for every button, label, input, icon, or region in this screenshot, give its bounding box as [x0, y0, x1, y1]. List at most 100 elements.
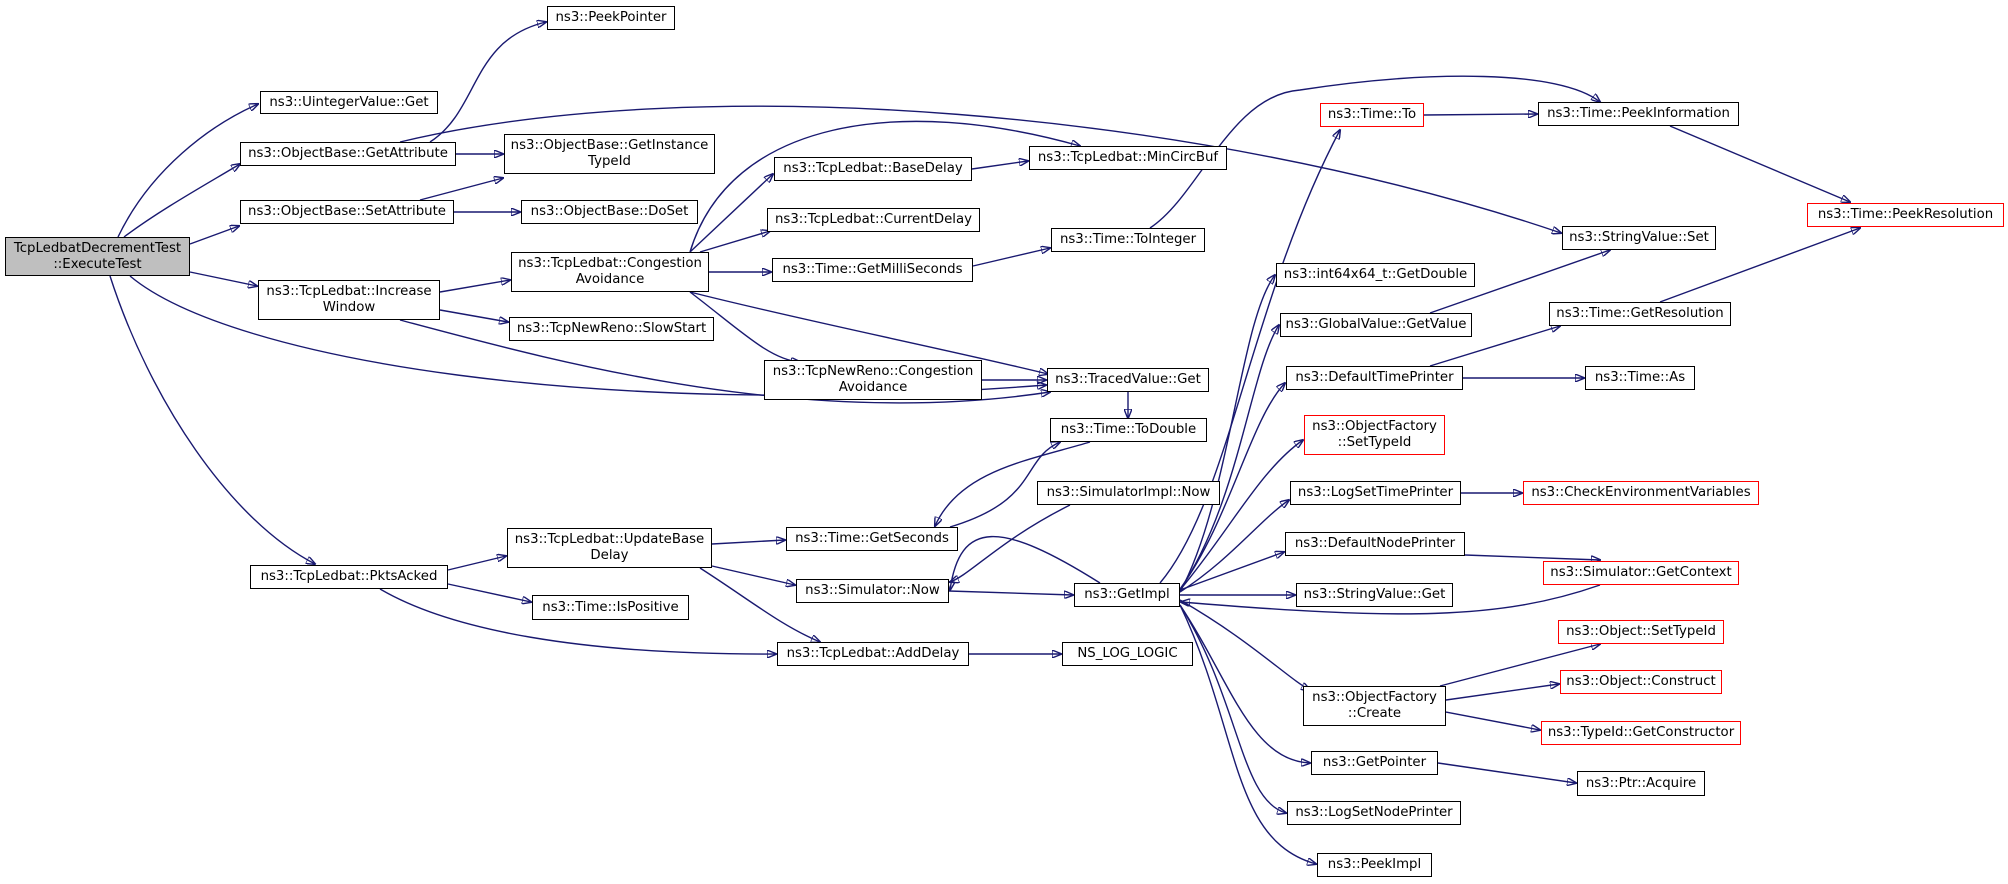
edge-getimpl-ofsettypeid	[1179, 440, 1303, 591]
node-logsetnodeprinter-label: ns3::LogSetNodePrinter	[1295, 805, 1453, 820]
node-updatebasedelay[interactable]: ns3::TcpLedbat::UpdateBase Delay	[507, 528, 712, 568]
node-simgetcontext[interactable]: ns3::Simulator::GetContext	[1543, 561, 1739, 585]
edge-getimpl-getpointer	[1179, 604, 1310, 763]
node-ofsettypeid[interactable]: ns3::ObjectFactory ::SetTypeId	[1304, 415, 1445, 455]
edge-basedelay-mincircbuf	[971, 161, 1028, 170]
edge-congestionavoidance-tracedget	[689, 291, 1048, 374]
node-basedelay-label: ns3::TcpLedbat::BaseDelay	[783, 161, 963, 176]
node-peekpointer-label: ns3::PeekPointer	[555, 10, 667, 25]
node-tointeger[interactable]: ns3::Time::ToInteger	[1051, 228, 1205, 252]
node-setattribute[interactable]: ns3::ObjectBase::SetAttribute	[240, 200, 454, 224]
edge-increasewindow-congestionavoidance	[439, 280, 510, 293]
edge-defaulttimeprinter-getresolution	[1429, 326, 1560, 367]
node-simnow[interactable]: ns3::Simulator::Now	[796, 579, 949, 603]
edge-getmilliseconds-tointeger	[972, 248, 1050, 267]
node-tracedget[interactable]: ns3::TracedValue::Get	[1047, 368, 1209, 392]
edge-getimpl-globalgetvalue	[1179, 325, 1279, 591]
node-defaulttimeprinter-label: ns3::DefaultTimePrinter	[1295, 370, 1454, 385]
node-nslog[interactable]: NS_LOG_LOGIC	[1062, 642, 1193, 666]
node-slowstart[interactable]: ns3::TcpNewReno::SlowStart	[509, 317, 714, 341]
edge-congestionavoidance-currentdelay	[699, 231, 770, 253]
node-getconstructor-label: ns3::TypeId::GetConstructor	[1547, 725, 1735, 740]
edge-getimpl-defaulttimeprinter	[1179, 383, 1285, 590]
node-todouble-label: ns3::Time::ToDouble	[1060, 422, 1197, 437]
node-getseconds[interactable]: ns3::Time::GetSeconds	[786, 527, 958, 551]
node-getconstructor[interactable]: ns3::TypeId::GetConstructor	[1541, 721, 1741, 745]
node-currentdelay-label: ns3::TcpLedbat::CurrentDelay	[774, 212, 973, 227]
node-globalgetvalue[interactable]: ns3::GlobalValue::GetValue	[1280, 313, 1472, 337]
node-defaultnodeprinter[interactable]: ns3::DefaultNodePrinter	[1285, 532, 1465, 556]
edge-getimpl-defaultnodeprinter	[1179, 552, 1284, 591]
node-timeas[interactable]: ns3::Time::As	[1585, 366, 1695, 390]
node-getresolution-label: ns3::Time::GetResolution	[1556, 306, 1724, 321]
edge-updatebasedelay-getseconds	[711, 540, 785, 545]
node-currentdelay[interactable]: ns3::TcpLedbat::CurrentDelay	[767, 208, 980, 232]
node-ofcreate[interactable]: ns3::ObjectFactory ::Create	[1303, 686, 1446, 726]
node-getmilliseconds[interactable]: ns3::Time::GetMilliSeconds	[772, 258, 973, 282]
node-todouble[interactable]: ns3::Time::ToDouble	[1050, 418, 1207, 442]
edge-ofcreate-objsettypeid	[1439, 644, 1600, 687]
node-newrenoca[interactable]: ns3::TcpNewReno::Congestion Avoidance	[764, 360, 982, 400]
node-uintegerget[interactable]: ns3::UintegerValue::Get	[260, 91, 438, 114]
edge-getimpl-timeto	[1159, 130, 1340, 584]
node-pktsacked[interactable]: ns3::TcpLedbat::PktsAcked	[250, 565, 448, 589]
node-logsettimeprinter[interactable]: ns3::LogSetTimePrinter	[1290, 481, 1461, 505]
node-stringget[interactable]: ns3::StringValue::Get	[1296, 583, 1453, 607]
node-congestionavoidance-line-1: ns3::TcpLedbat::Congestion	[518, 256, 702, 271]
node-newrenoca-line-1: ns3::TcpNewReno::Congestion	[772, 364, 974, 379]
node-objsettypeid-label: ns3::Object::SetTypeId	[1566, 624, 1716, 639]
node-simimplnow[interactable]: ns3::SimulatorImpl::Now	[1037, 481, 1220, 505]
node-getimpl[interactable]: ns3::GetImpl	[1074, 583, 1180, 607]
node-int64getdouble[interactable]: ns3::int64x64_t::GetDouble	[1276, 263, 1475, 287]
node-increasewindow[interactable]: ns3::TcpLedbat::Increase Window	[258, 280, 440, 320]
edge-getimpl-peekimpl	[1179, 604, 1316, 864]
node-uintegerget-label: ns3::UintegerValue::Get	[269, 94, 429, 110]
edge-simgetcontext-getimpl	[1181, 584, 1601, 615]
node-timeto-label: ns3::Time::To	[1327, 107, 1417, 122]
node-getinstancetypeid[interactable]: ns3::ObjectBase::GetInstance TypeId	[504, 134, 715, 174]
edge-ofcreate-objconstruct	[1445, 684, 1559, 701]
node-getresolution[interactable]: ns3::Time::GetResolution	[1549, 302, 1731, 326]
node-objsettypeid[interactable]: ns3::Object::SetTypeId	[1558, 620, 1724, 644]
node-ofsettypeid-line-2: ::SetTypeId	[1337, 435, 1412, 450]
edge-pktsacked-ispositive	[447, 583, 531, 602]
node-ispositive-label: ns3::Time::IsPositive	[542, 599, 679, 615]
node-objconstruct[interactable]: ns3::Object::Construct	[1560, 670, 1722, 694]
edge-congestionavoidance-basedelay	[689, 174, 773, 253]
node-stringset[interactable]: ns3::StringValue::Set	[1562, 226, 1716, 250]
node-ispositive[interactable]: ns3::Time::IsPositive	[532, 595, 689, 620]
node-peekresolution[interactable]: ns3::Time::PeekResolution	[1807, 203, 2004, 227]
node-timeto[interactable]: ns3::Time::To	[1320, 103, 1424, 127]
node-simimplnow-label: ns3::SimulatorImpl::Now	[1046, 485, 1211, 500]
node-getpointer[interactable]: ns3::GetPointer	[1311, 751, 1438, 775]
edge-pktsacked-updatebasedelay	[447, 556, 506, 571]
node-defaultnodeprinter-label: ns3::DefaultNodePrinter	[1294, 536, 1456, 551]
edge-getresolution-peekresolution	[1659, 228, 1860, 303]
node-getattribute[interactable]: ns3::ObjectBase::GetAttribute	[240, 142, 456, 166]
node-peekinformation[interactable]: ns3::Time::PeekInformation	[1538, 102, 1739, 126]
node-doset[interactable]: ns3::ObjectBase::DoSet	[521, 200, 698, 224]
node-congestionavoidance-line-2: Avoidance	[575, 272, 645, 287]
node-tointeger-label: ns3::Time::ToInteger	[1059, 232, 1197, 247]
node-peekimpl[interactable]: ns3::PeekImpl	[1317, 853, 1432, 877]
node-peekpointer[interactable]: ns3::PeekPointer	[547, 6, 675, 30]
node-defaulttimeprinter[interactable]: ns3::DefaultTimePrinter	[1286, 366, 1463, 390]
node-increasewindow-line-2: Window	[322, 300, 376, 315]
node-congestionavoidance[interactable]: ns3::TcpLedbat::Congestion Avoidance	[511, 252, 709, 292]
node-adddelay[interactable]: ns3::TcpLedbat::AddDelay	[777, 642, 969, 666]
node-ptracquire[interactable]: ns3::Ptr::Acquire	[1577, 771, 1705, 796]
edge-root-pktsacked	[109, 275, 315, 564]
node-getpointer-label: ns3::GetPointer	[1322, 755, 1427, 770]
node-checkenv[interactable]: ns3::CheckEnvironmentVariables	[1523, 481, 1759, 505]
edge-increasewindow-slowstart	[439, 309, 508, 322]
node-mincircbuf[interactable]: ns3::TcpLedbat::MinCircBuf	[1029, 146, 1227, 170]
node-stringset-label: ns3::StringValue::Set	[1569, 230, 1709, 245]
node-logsettimeprinter-label: ns3::LogSetTimePrinter	[1297, 485, 1454, 500]
node-basedelay[interactable]: ns3::TcpLedbat::BaseDelay	[774, 157, 972, 181]
node-ofsettypeid-line-1: ns3::ObjectFactory	[1312, 419, 1437, 434]
node-updatebasedelay-line-2: Delay	[590, 548, 629, 563]
node-globalgetvalue-label: ns3::GlobalValue::GetValue	[1285, 317, 1467, 332]
edge-defaultnodeprinter-simgetcontext	[1464, 554, 1600, 560]
node-logsetnodeprinter[interactable]: ns3::LogSetNodePrinter	[1287, 801, 1461, 825]
